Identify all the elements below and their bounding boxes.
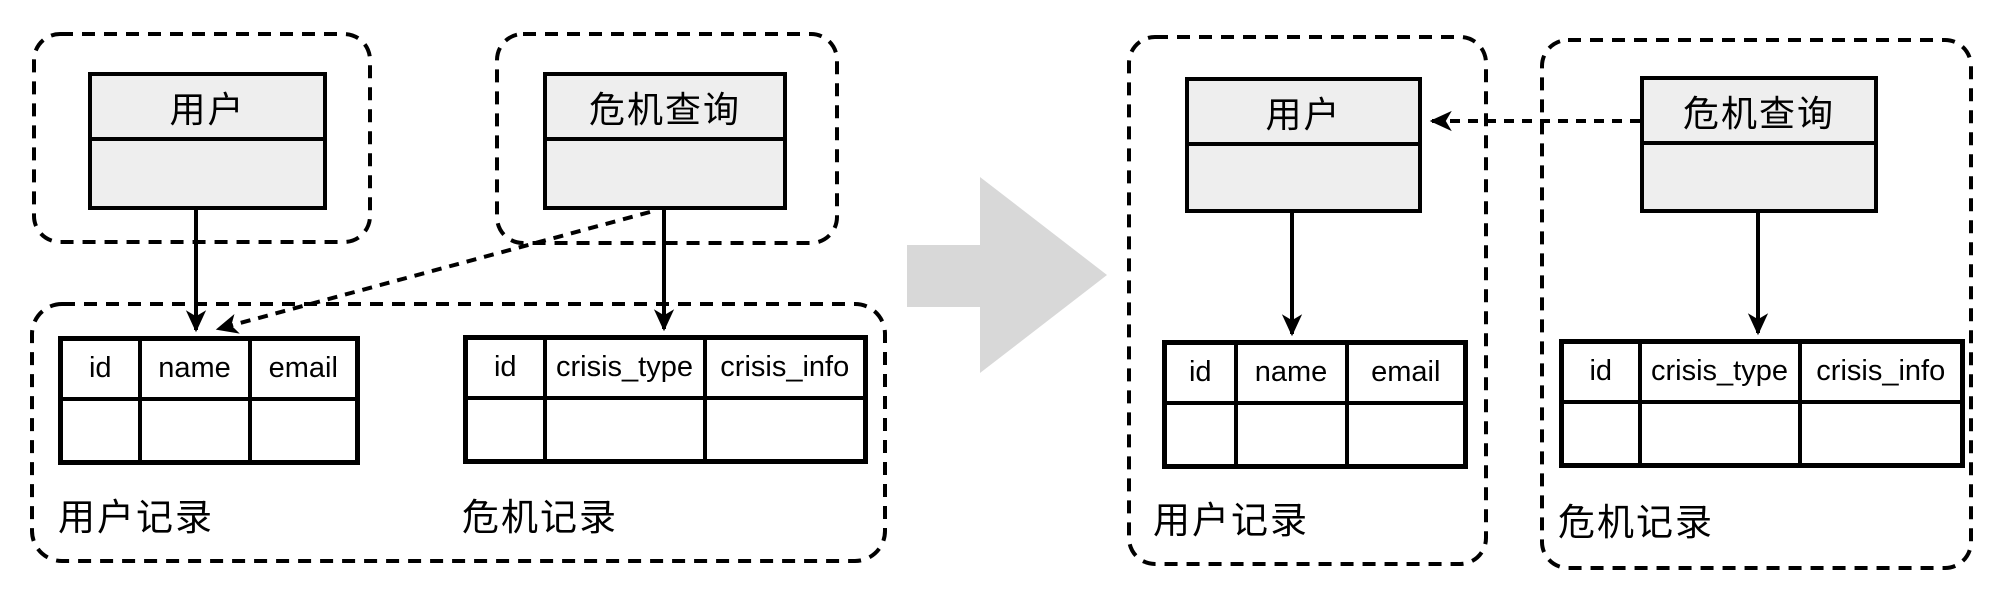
before-user-table-caption: 用户记录 [58, 497, 214, 538]
table-header-cell: name [1233, 340, 1349, 405]
table-header-cell: crisis_info [1797, 339, 1965, 404]
table-empty-cell [1162, 400, 1238, 469]
table-empty-cell [542, 395, 707, 464]
class-title: 危机查询 [1644, 80, 1874, 145]
class-body [92, 141, 323, 206]
table-empty-cell [463, 395, 547, 464]
transform-arrow-icon [907, 177, 1107, 373]
table-header-cell: id [58, 336, 142, 401]
after-user-class-box: 用户 [1185, 77, 1422, 213]
before-crisis-class-box: 危机查询 [543, 72, 787, 210]
class-body [547, 141, 783, 206]
table-header-cell: id [463, 335, 547, 400]
class-title: 危机查询 [547, 76, 783, 141]
table-empty-cell [1559, 399, 1642, 468]
after-user-table-caption: 用户记录 [1153, 500, 1309, 541]
table-header-cell: crisis_type [542, 335, 707, 400]
table-header-cell: crisis_info [702, 335, 868, 400]
table-empty-cell [1344, 400, 1468, 469]
after-user-table: id name email [1162, 340, 1468, 469]
after-crisis-table: id crisis_type crisis_info [1559, 339, 1965, 468]
before-crisis-table: id crisis_type crisis_info [463, 335, 868, 464]
table-header-cell: id [1162, 340, 1238, 405]
before-crisis-table-caption: 危机记录 [462, 497, 618, 538]
class-body [1189, 146, 1418, 211]
table-header-cell: email [247, 336, 360, 401]
class-title: 用户 [92, 76, 323, 141]
table-empty-cell [247, 396, 360, 465]
class-body [1644, 145, 1874, 210]
before-user-class-box: 用户 [88, 72, 327, 210]
table-empty-cell [1233, 400, 1349, 469]
before-crisis-to-user-table-dashed-arrow [215, 210, 651, 334]
table-empty-cell [137, 396, 252, 465]
table-empty-cell [1797, 399, 1965, 468]
class-title: 用户 [1189, 81, 1418, 146]
after-crisis-table-caption: 危机记录 [1558, 502, 1714, 543]
table-header-cell: name [137, 336, 252, 401]
table-header-cell: id [1559, 339, 1642, 404]
table-empty-cell [702, 395, 868, 464]
table-empty-cell [1637, 399, 1802, 468]
before-user-table: id name email [58, 336, 360, 465]
table-header-cell: email [1344, 340, 1468, 405]
table-empty-cell [58, 396, 142, 465]
after-crisis-class-box: 危机查询 [1640, 76, 1878, 213]
table-header-cell: crisis_type [1637, 339, 1802, 404]
